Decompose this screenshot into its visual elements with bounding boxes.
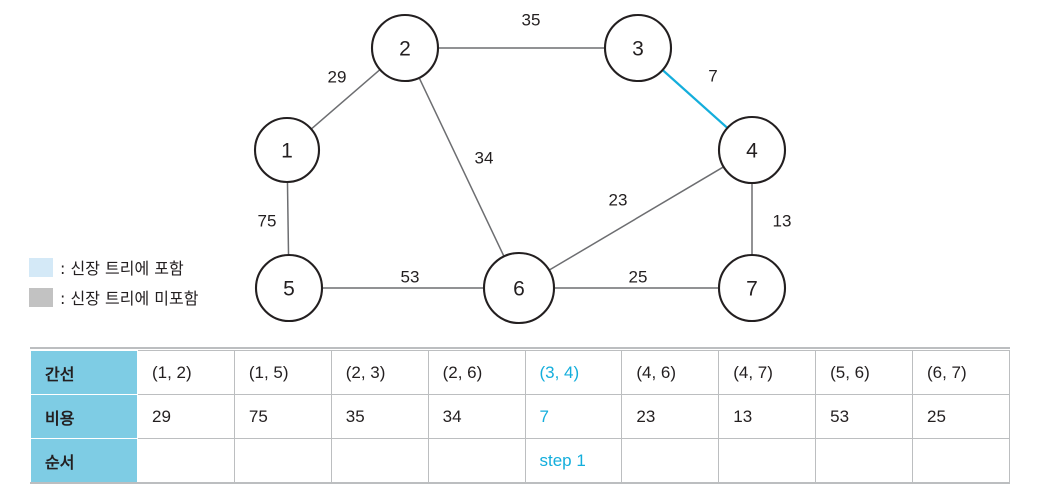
table-cell-edge-9: (6, 7) [912,350,1010,395]
table-row-order: 순서 step 1 [30,438,1010,483]
graph-edge-3-4 [661,69,729,129]
edge-weight-5-6: 53 [401,268,420,287]
table-cell-order-1 [137,438,235,483]
table-cell-order-4 [427,438,526,483]
table-cell-cost-2: 75 [233,394,332,439]
edge-weight-6-7: 25 [629,268,648,287]
edge-weight-1-5: 75 [258,212,277,231]
table-cell-order-5: step 1 [524,438,623,483]
table-rowheader-edge: 간선 [30,350,138,395]
table-cell-edge-6: (4, 6) [621,350,720,395]
graph-node-5 [254,253,324,323]
table-cell-cost-8: 53 [815,394,913,439]
graph-edge-2-6 [418,77,505,257]
edge-weight-2-3: 35 [522,11,541,30]
table-row-edge: 간선(1, 2)(1, 5)(2, 3)(2, 6)(3, 4)(4, 6)(4… [30,350,1010,395]
graph-node-label-1: 1 [281,140,293,163]
table-cell-order-7 [718,438,817,483]
table-cell-cost-6: 23 [621,394,720,439]
table-cell-edge-8: (5, 6) [815,350,913,395]
graph-node-7 [717,253,787,323]
graph-node-label-6: 6 [513,278,525,301]
graph-node-2 [370,13,440,83]
table-cell-order-3 [330,438,429,483]
legend-label-excluded: : 신장 트리에 미포함 [60,289,199,308]
legend-label-included: : 신장 트리에 포함 [60,259,184,278]
edge-weight-1-2: 29 [328,68,347,87]
table-cell-order-9 [912,438,1010,483]
table-cell-cost-7: 13 [718,394,817,439]
table-cell-cost-5: 7 [524,394,623,439]
legend-row-excluded: : 신장 트리에 미포함 [29,282,259,312]
legend-row-included: : 신장 트리에 포함 [29,252,259,282]
table-cell-edge-1: (1, 2) [137,350,235,395]
graph-node-label-2: 2 [399,38,411,61]
graph-edge-1-2 [310,69,381,130]
graph-node-label-7: 7 [746,278,758,301]
edge-status-table: 간선(1, 2)(1, 5)(2, 3)(2, 6)(3, 4)(4, 6)(4… [30,350,1010,483]
edge-weight-3-4: 7 [708,67,717,86]
table-cell-order-8 [815,438,913,483]
graph-node-label-3: 3 [632,38,644,61]
legend: : 신장 트리에 포함 : 신장 트리에 미포함 [29,252,259,312]
table-cell-edge-2: (1, 5) [233,350,332,395]
table-cell-cost-1: 29 [137,394,235,439]
edges-layer [286,47,753,289]
table-cell-edge-5: (3, 4) [524,350,623,395]
table-bottom-rule [30,482,1010,484]
table-cell-cost-9: 25 [912,394,1010,439]
table-cell-edge-4: (2, 6) [427,350,526,395]
graph-node-6 [482,251,556,325]
table-rowheader-cost: 비용 [30,394,138,439]
table-rowheader-order: 순서 [30,438,138,483]
graph-edge-1-5 [286,181,290,256]
graph-edge-4-6 [548,166,724,271]
table-cell-order-2 [233,438,332,483]
edge-weight-4-7: 13 [773,212,792,231]
table-top-rule [30,347,1010,349]
table-cell-edge-7: (4, 7) [718,350,817,395]
table-cell-cost-3: 35 [330,394,429,439]
edge-weight-4-6: 23 [609,191,628,210]
table-cell-order-6 [621,438,720,483]
graph-node-1 [253,116,321,184]
legend-swatch-excluded [29,287,53,307]
table-cell-edge-3: (2, 3) [330,350,429,395]
graph-node-label-5: 5 [283,278,295,301]
graph-node-label-4: 4 [746,140,758,163]
legend-swatch-included [29,257,53,277]
table-cell-cost-4: 34 [427,394,526,439]
edge-weight-2-6: 34 [475,149,494,168]
graph-node-4 [717,115,787,185]
graph-node-3 [603,13,673,83]
